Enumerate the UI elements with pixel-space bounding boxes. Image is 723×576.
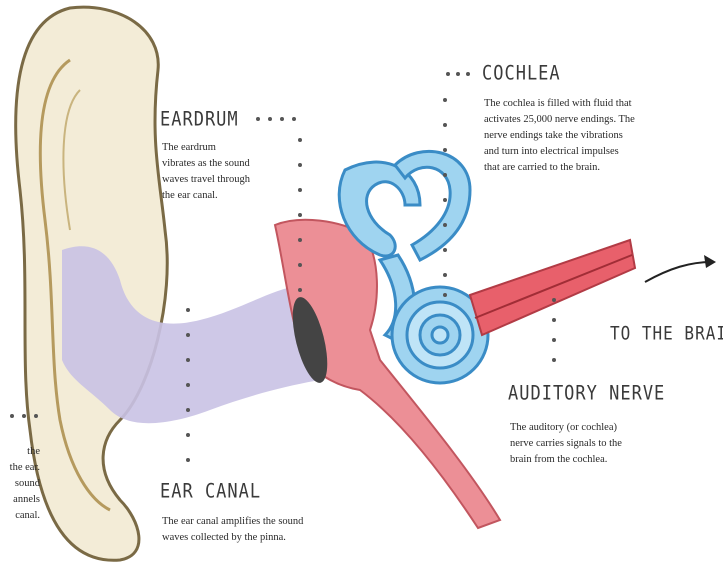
to-brain-label: TO THE BRAIN	[610, 322, 723, 344]
auditory-nerve-description: The auditory (or cochlea) nerve carries …	[510, 420, 622, 468]
ear-canal-line: The ear canal amplifies the sound	[162, 514, 303, 530]
pinna-description-fragment: the the ear. sound annels canal.	[0, 444, 40, 524]
cochlea-line: nerve endings take the vibrations	[484, 128, 635, 144]
cochlea-title: COCHLEA	[482, 62, 561, 85]
auditory-nerve-line: nerve carries signals to the	[510, 436, 622, 452]
auditory-nerve-title: AUDITORY NERVE	[508, 382, 665, 405]
pinna-fragment-line: annels	[0, 492, 40, 508]
ear-canal-shape	[62, 246, 320, 423]
eardrum-line: waves travel through	[162, 172, 250, 188]
eardrum-line: the ear canal.	[162, 188, 250, 204]
cochlea-line: The cochlea is filled with fluid that	[484, 96, 635, 112]
eardrum-line: vibrates as the sound	[162, 156, 250, 172]
auditory-nerve-line: The auditory (or cochlea)	[510, 420, 622, 436]
cochlea-description: The cochlea is filled with fluid that ac…	[484, 96, 635, 176]
pinna-fragment-line: the ear.	[0, 460, 40, 476]
eardrum-line: The eardrum	[162, 140, 250, 156]
ear-canal-line: waves collected by the pinna.	[162, 530, 303, 546]
eardrum-title: EARDRUM	[160, 108, 239, 131]
auditory-nerve-line: brain from the cochlea.	[510, 452, 622, 468]
pinna-fragment-line: sound	[0, 476, 40, 492]
ear-canal-title: EAR CANAL	[160, 480, 261, 503]
cochlea-line: that are carried to the brain.	[484, 160, 635, 176]
ear-canal-description: The ear canal amplifies the sound waves …	[162, 514, 303, 546]
pinna-fragment-line: canal.	[0, 508, 40, 524]
cochlea-line: and turn into electrical impulses	[484, 144, 635, 160]
cochlea-line: activates 25,000 nerve endings. The	[484, 112, 635, 128]
to-brain-arrow	[645, 262, 712, 282]
pinna-fragment-line: the	[0, 444, 40, 460]
eardrum-description: The eardrum vibrates as the sound waves …	[162, 140, 250, 204]
